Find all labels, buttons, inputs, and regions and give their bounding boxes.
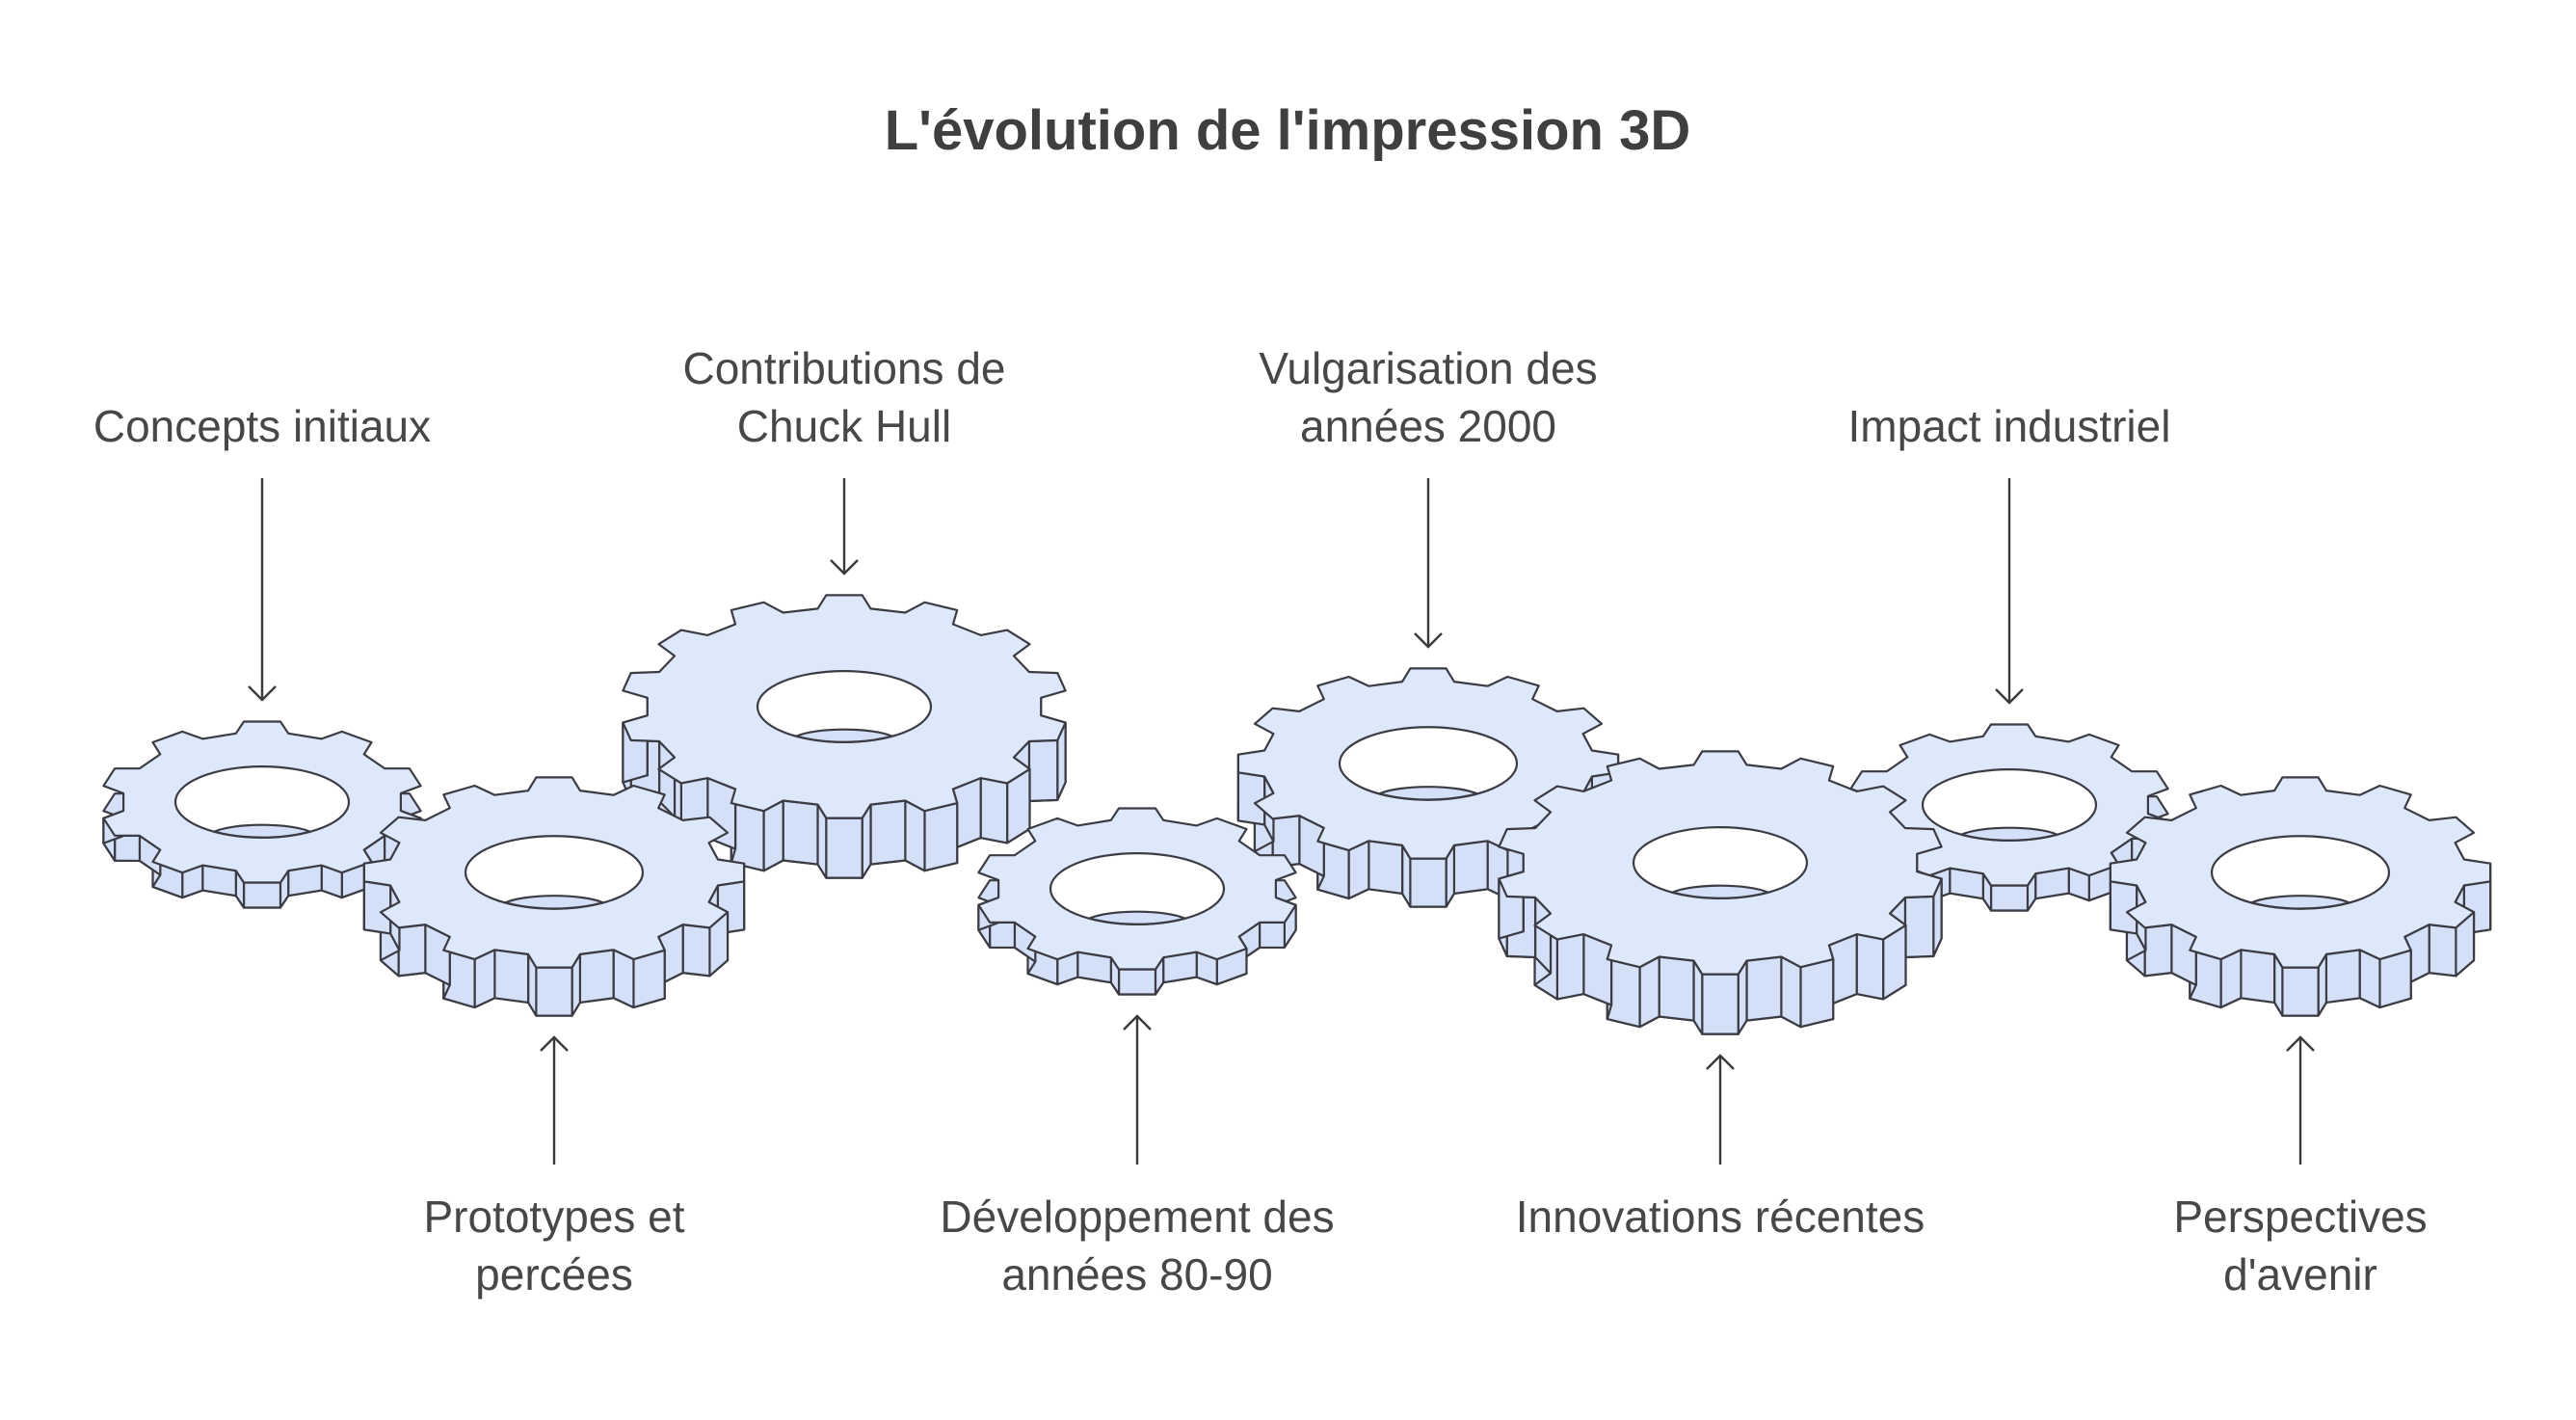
arrow-head-icon [248, 685, 277, 702]
stage-label-line: années 2000 [1300, 401, 1556, 451]
gear-side-face [493, 949, 530, 1005]
gear-chuck-hull [622, 594, 1067, 879]
gear-side-face [825, 817, 863, 879]
arrow-head-icon [1706, 1054, 1735, 1070]
stage-label-chuck-hull: Contributions de Chuck Hull [683, 343, 1006, 451]
gear-side-face [1638, 955, 1660, 1029]
connector-arrow-chuck-hull [830, 478, 859, 576]
gear-side-face [923, 802, 959, 872]
gear-annees-80-90 [977, 807, 1297, 996]
stage-label-line: Impact industriel [1848, 401, 2171, 451]
gear-hole-wall [502, 895, 606, 910]
gear-side-face [2143, 924, 2173, 978]
gear-side-face [1658, 955, 1695, 1022]
gear-side-face [1989, 884, 2030, 912]
gear-hole-wall [793, 728, 895, 743]
gear-perspectives [2109, 776, 2492, 1017]
arrow-head-icon [830, 559, 859, 576]
stage-label-line: Innovations récentes [1516, 1192, 1925, 1242]
gear-side-face [2324, 949, 2361, 1005]
arrow-head-icon [1123, 1014, 1152, 1031]
stage-label-vulgarisation: Vulgarisation des années 2000 [1259, 343, 1597, 451]
stage-label-line: Vulgarisation des [1259, 343, 1597, 393]
gear-side-face [1701, 973, 1739, 1035]
gear-hole-wall [2248, 895, 2352, 910]
gear-side-face [1745, 955, 1783, 1022]
gear-side-face [979, 776, 1009, 844]
gear-side-face [2109, 880, 2138, 935]
gear-side-face [1799, 958, 1835, 1029]
gear-hole-wall [1086, 910, 1188, 925]
stage-label-innovations: Innovations récentes [1516, 1192, 1925, 1242]
connectors-layer [248, 478, 2315, 1165]
stage-label-line: Prototypes et [423, 1192, 684, 1242]
gears-layer [102, 594, 2492, 1035]
gear-side-face [1555, 932, 1585, 1001]
stage-label-line: Chuck Hull [737, 401, 951, 451]
stage-label-line: Développement des [940, 1192, 1334, 1242]
gear-vulgarisation [1236, 667, 1620, 908]
gear-side-face [782, 799, 819, 866]
stage-label-concepts-initiaux: Concepts initiaux [93, 401, 431, 451]
gear-side-face [1236, 771, 1266, 826]
connector-arrow-concepts-initiaux [248, 478, 277, 702]
gear-side-face [1452, 840, 1489, 896]
stage-label-line: années 80-90 [1001, 1249, 1272, 1299]
gear-side-face [681, 924, 711, 978]
stage-label-prototypes: Prototypes et percées [423, 1192, 684, 1299]
gear-side-face [1258, 921, 1286, 950]
gear-side-face [1027, 738, 1059, 803]
stage-label-line: Contributions de [683, 343, 1006, 393]
gear-innovations [1498, 750, 1943, 1035]
gear-side-face [578, 949, 615, 1005]
gear-side-face [869, 799, 907, 866]
gear-side-face [1582, 932, 1613, 1006]
stage-label-impact-industriel: Impact industriel [1848, 401, 2171, 451]
connector-arrow-annees-80-90 [1123, 1014, 1152, 1165]
gear-side-face [762, 799, 784, 872]
stage-label-annees-80-90: Développement des années 80-90 [940, 1192, 1334, 1299]
gear-side-face [535, 966, 573, 1017]
stage-label-perspectives: Perspectives d'avenir [2173, 1192, 2427, 1299]
gear-side-face [1368, 840, 1404, 896]
stage-label-line: percées [475, 1249, 633, 1299]
arrow-head-icon [1414, 632, 1443, 649]
gear-side-face [242, 881, 282, 909]
gear-side-face [1409, 857, 1447, 908]
gear-prototypes [362, 776, 746, 1017]
stage-label-line: d'avenir [2223, 1249, 2377, 1299]
diagram-title: L'évolution de l'impression 3D [885, 99, 1691, 162]
arrow-head-icon [2286, 1035, 2315, 1052]
connector-arrow-vulgarisation [1414, 478, 1443, 649]
gear-side-face [2428, 924, 2457, 978]
gear-side-face [1117, 968, 1157, 996]
gear-side-face [2281, 966, 2320, 1017]
arrow-head-icon [1995, 688, 2024, 705]
gear-side-face [904, 799, 926, 872]
gear-side-face [989, 921, 1017, 950]
gear-side-face [397, 924, 427, 978]
gear-concepts-initiaux [102, 720, 422, 909]
gear-hole-wall [1376, 786, 1480, 801]
gear-side-face [1903, 895, 1935, 959]
connector-arrow-perspectives [2286, 1035, 2315, 1165]
gear-hole-wall [1958, 826, 2060, 842]
stage-label-line: Concepts initiaux [93, 401, 431, 451]
gear-impact-industriel [1849, 723, 2169, 912]
arrow-head-icon [540, 1035, 569, 1052]
gear-side-face [1780, 955, 1802, 1029]
gear-side-face [114, 834, 142, 863]
gear-side-face [362, 880, 392, 935]
gear-side-face [1855, 932, 1885, 1001]
gear-hole-wall [1669, 884, 1771, 899]
stage-label-line: Perspectives [2173, 1192, 2427, 1242]
gear-hole-wall [211, 823, 313, 839]
connector-arrow-prototypes [540, 1035, 569, 1165]
gear-side-face [2240, 949, 2276, 1005]
connector-arrow-impact-industriel [1995, 478, 2024, 705]
connector-arrow-innovations [1706, 1054, 1735, 1165]
